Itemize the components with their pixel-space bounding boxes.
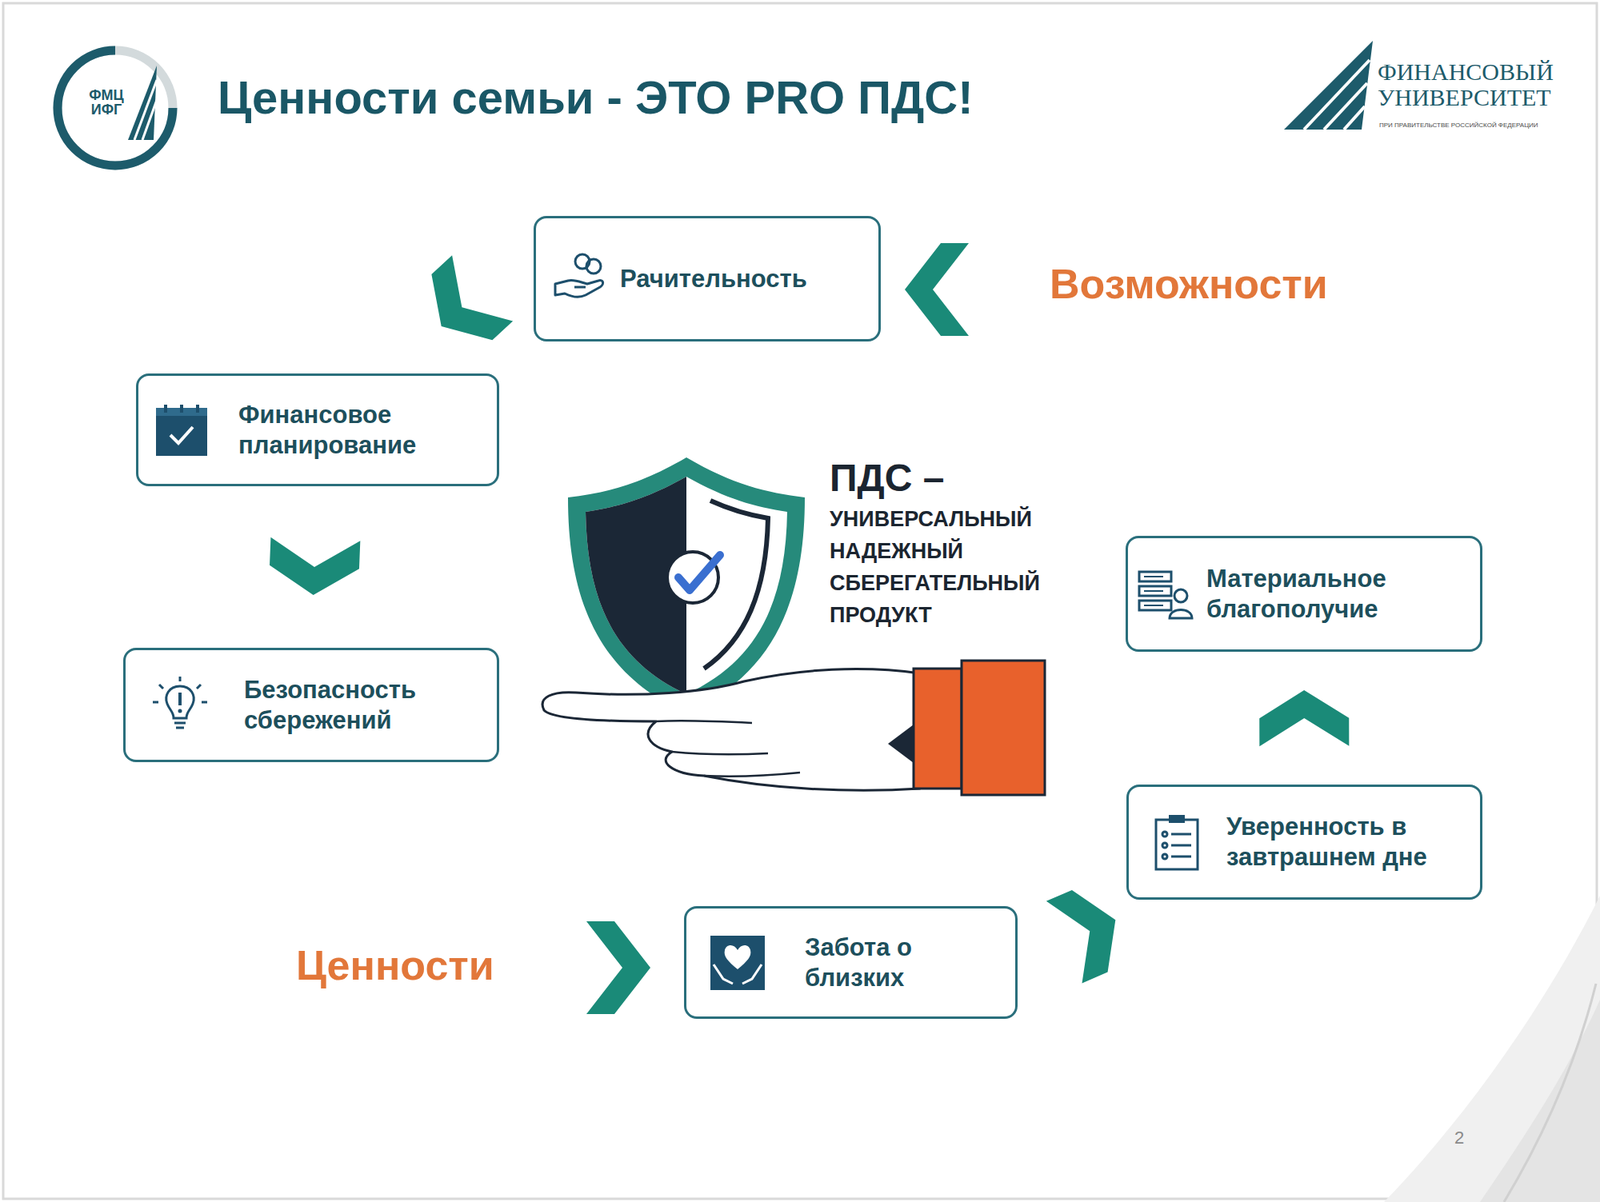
- page-number: 2: [1454, 1128, 1464, 1148]
- hand: [542, 660, 1045, 796]
- hand-part: [656, 720, 800, 777]
- icon-part: [586, 259, 601, 274]
- fmc-logo-part: [142, 100, 157, 140]
- icon-part: [1144, 576, 1164, 606]
- corner-swoosh-part: [1504, 984, 1596, 1202]
- icon-part: [174, 723, 186, 728]
- box-text: Финансовое планирование: [238, 400, 484, 461]
- icon-part: [1162, 854, 1168, 860]
- slide-title: Ценности семьи - ЭТО PRO ПДС!: [217, 72, 973, 124]
- icon-part: [178, 692, 182, 706]
- product-name: ПДС –: [829, 456, 944, 500]
- opportunity-chevron: [904, 243, 969, 336]
- university-emblem-part: [1284, 40, 1373, 130]
- hand-part: [542, 669, 920, 792]
- hand-part: [913, 668, 962, 789]
- icon-part: [1156, 820, 1198, 870]
- flow-connector: [1017, 890, 1163, 984]
- fmc-logo: [57, 50, 173, 166]
- connector-path: [390, 240, 534, 374]
- product-description: УНИВЕРСАЛЬНЫЙ НАДЕЖНЫЙ СБЕРЕГАТЕЛЬНЫЙ ПР…: [829, 504, 1040, 632]
- icon-part: [1168, 815, 1185, 824]
- icon-part: [1162, 832, 1168, 860]
- fmc-logo-part: [128, 65, 157, 140]
- values-chevron: [586, 921, 651, 1015]
- icon-part: [724, 945, 752, 970]
- icon-part: [1162, 832, 1168, 837]
- icon: [1146, 812, 1208, 873]
- icon-part: [1162, 843, 1168, 848]
- icon-part: [1171, 834, 1192, 857]
- icon: [149, 675, 211, 736]
- flow-connector: [390, 240, 534, 374]
- icon-part: [1139, 572, 1172, 611]
- chevron-arrowhead: [1259, 690, 1349, 747]
- value-box: Материальное благополучие: [1125, 536, 1483, 652]
- flow-connector: [269, 486, 360, 648]
- university-emblem: [1284, 40, 1373, 130]
- opportunity-chevron-part: [904, 243, 969, 336]
- value-box: Безопасность сбережений: [123, 648, 500, 763]
- icon-part: [713, 964, 762, 984]
- icon-part: [178, 708, 183, 713]
- slide-frame-part: [3, 3, 1597, 1200]
- value-box: Уверенность в завтрашнем дне: [1126, 784, 1483, 900]
- shield-part: [585, 476, 788, 695]
- box-text: Рачительность: [620, 264, 808, 295]
- university-subtitle: ПРИ ПРАВИТЕЛЬСТВЕ РОССИЙСКОЙ ФЕДЕРАЦИИ: [1379, 121, 1539, 129]
- value-box: Рачительность: [533, 216, 881, 342]
- shield-part: [585, 476, 687, 695]
- icon-part: [156, 408, 208, 456]
- section-label: Возможности: [1049, 260, 1328, 309]
- section-label: Ценности: [296, 942, 495, 991]
- box-text: Забота о близких: [804, 932, 1003, 994]
- icon-part: [1174, 589, 1188, 603]
- icon-part: [166, 686, 194, 719]
- chevron-arrowhead: [269, 537, 360, 596]
- chevron-arrowhead: [1046, 890, 1116, 984]
- icon-part: [710, 936, 765, 991]
- slide-frame: [3, 3, 1597, 1200]
- value-box: Финансовое планирование: [136, 373, 500, 487]
- icon-part: [165, 404, 198, 413]
- icon: [707, 932, 768, 994]
- fmc-logo-part: [57, 50, 173, 166]
- icon-part: [1169, 609, 1192, 619]
- shield-part: [568, 457, 805, 714]
- shield: [568, 457, 805, 714]
- icon-part: [152, 676, 208, 703]
- logo-text: ФМЦ ИФГ: [83, 88, 130, 117]
- box-text: Безопасность сбережений: [244, 675, 484, 736]
- chevron-arrowhead: [431, 255, 513, 340]
- icon-part: [574, 285, 586, 288]
- icon: [550, 248, 612, 310]
- icon: [1136, 564, 1197, 625]
- values-chevron-part: [586, 921, 651, 1015]
- icon-part: [170, 427, 193, 444]
- icon-part: [555, 280, 604, 297]
- corner-swoosh: [1384, 896, 1600, 1202]
- fmc-logo-part: [57, 50, 173, 166]
- box-text: Уверенность в завтрашнем дне: [1226, 812, 1468, 873]
- shield-part: [678, 555, 720, 591]
- corner-swoosh-part: [1384, 896, 1600, 1202]
- university-emblem-part: [1324, 83, 1368, 130]
- university-name: ФИНАНСОВЫЙ УНИВЕРСИТЕТ: [1377, 59, 1588, 110]
- university-emblem-part: [1304, 60, 1370, 130]
- fmc-logo-part: [134, 80, 157, 140]
- box-text: Материальное благополучие: [1206, 564, 1468, 625]
- icon: [151, 400, 212, 461]
- flow-connector: [1259, 652, 1349, 785]
- university-emblem-part: [1344, 106, 1365, 130]
- hand-part: [961, 660, 1045, 796]
- value-box: Забота о близких: [684, 906, 1018, 1020]
